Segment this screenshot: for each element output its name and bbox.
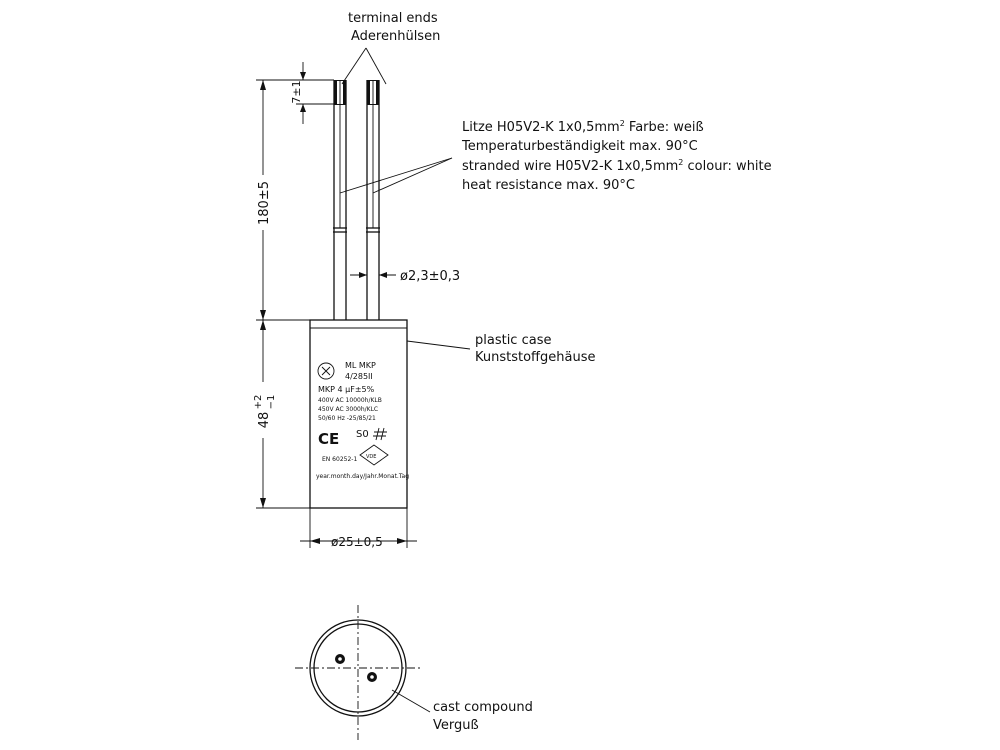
dim-case-height: 48 +2 −1 xyxy=(253,320,310,509)
wire-de-line-1: Litze H05V2-K 1x0,5mm2 Farbe: weiß xyxy=(462,119,704,135)
terminal-ends-label-de: Aderenhülsen xyxy=(351,29,440,44)
case-marking: ML MKP 4/285II MKP 4 µF±5% 400V AC 10000… xyxy=(316,361,409,480)
case-rating-3: 50/60 Hz -25/85/21 xyxy=(318,415,376,422)
dim-wire-length-text: 180±5 xyxy=(257,181,272,225)
hash-mark-icon xyxy=(373,427,387,441)
wire-right xyxy=(366,80,380,320)
case-s0-mark: S0 xyxy=(356,429,369,440)
callout-terminal-ends: terminal ends Aderenhülsen xyxy=(341,11,440,85)
dim-sleeve-length-text: 7±1 xyxy=(290,80,303,103)
dim-case-height-minus: −1 xyxy=(266,395,277,410)
plastic-case xyxy=(309,319,408,509)
wire-en-line-2: heat resistance max. 90°C xyxy=(462,178,635,193)
bottom-view-terminal-right xyxy=(367,672,377,682)
dim-case-diameter-text: ø25±0,5 xyxy=(331,535,383,549)
bottom-view-terminal-left xyxy=(335,654,345,664)
vde-mark-text: VDE xyxy=(366,454,376,460)
dim-sleeve-length: 7±1 xyxy=(290,62,334,124)
case-capacitance: MKP 4 µF±5% xyxy=(318,385,375,394)
case-rating-2: 450V AC 3000h/KLC xyxy=(318,406,378,413)
terminal-ends-label: terminal ends xyxy=(348,11,438,26)
cast-compound-label: cast compound xyxy=(433,700,533,715)
case-series: 4/285II xyxy=(345,372,373,381)
brand-logo-icon xyxy=(317,362,335,380)
case-rating-1: 400V AC 10000h/KLB xyxy=(318,397,382,404)
wire-de-line-2: Temperaturbeständigkeit max. 90°C xyxy=(461,139,698,154)
wire-left xyxy=(333,80,347,320)
case-brand: ML MKP xyxy=(345,361,376,370)
dim-wire-diameter-text: ø2,3±0,3 xyxy=(400,269,460,284)
vde-mark-icon: VDE xyxy=(359,444,389,466)
case-standard: EN 60252-1 xyxy=(322,456,357,463)
callout-stranded-wire: Litze H05V2-K 1x0,5mm2 Farbe: weiß Tempe… xyxy=(339,119,772,194)
dim-case-diameter: ø25±0,5 xyxy=(300,508,417,549)
wire-en-line-1: stranded wire H05V2-K 1x0,5mm2 colour: w… xyxy=(462,158,772,174)
dim-case-height-base: 48 xyxy=(257,412,272,429)
dim-wire-length: 180±5 xyxy=(256,79,310,321)
plastic-case-label-de: Kunststoffgehäuse xyxy=(475,350,595,365)
bottom-view xyxy=(295,605,421,740)
cast-compound-label-de: Verguß xyxy=(433,718,479,733)
plastic-case-label: plastic case xyxy=(475,333,551,348)
case-ce-mark: CE xyxy=(318,430,339,448)
dim-wire-diameter: ø2,3±0,3 xyxy=(350,269,460,284)
dim-case-height-plus: +2 xyxy=(253,395,264,410)
case-date-code: year.month.day/Jahr.Monat.Tag xyxy=(316,473,409,480)
callout-cast-compound: cast compound Verguß xyxy=(391,689,533,733)
callout-plastic-case: plastic case Kunststoffgehäuse xyxy=(406,333,595,365)
